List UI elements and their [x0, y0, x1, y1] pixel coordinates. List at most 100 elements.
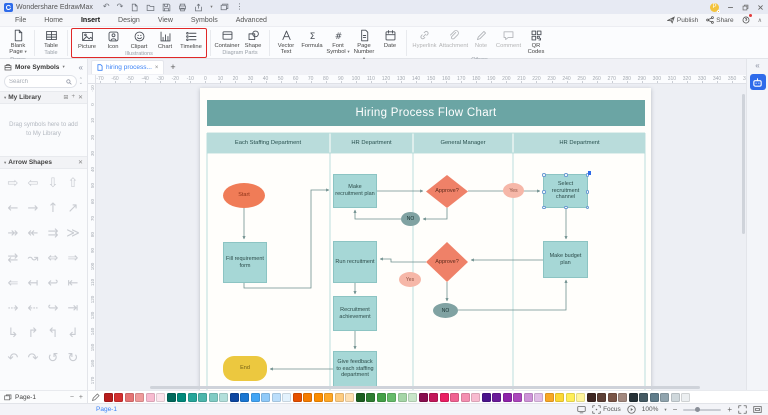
color-swatch[interactable]	[544, 392, 554, 402]
color-swatch[interactable]	[271, 392, 281, 402]
page-remove-button[interactable]: −	[69, 393, 74, 401]
library-close-icon[interactable]: ✕	[77, 95, 83, 101]
collapse-right-icon[interactable]: «	[755, 61, 760, 70]
lane-header-1[interactable]: Each Staffing Department	[207, 133, 329, 153]
restore-button[interactable]	[742, 4, 749, 11]
menu-view[interactable]: View	[157, 16, 173, 24]
more-icon[interactable]: ⋮	[235, 2, 244, 11]
new-tab-button[interactable]: +	[170, 62, 176, 72]
collapse-ribbon-button[interactable]: ∧	[757, 17, 762, 24]
comment-button[interactable]: Comment	[495, 29, 522, 49]
avatar[interactable]: P	[710, 2, 720, 13]
selection-handle[interactable]	[564, 205, 568, 209]
arrow-shape-symbol[interactable]: ↻	[67, 351, 79, 366]
arrow-shape-symbol[interactable]: ↞	[27, 226, 39, 241]
icon-button[interactable]: Icon	[101, 30, 125, 50]
arrow-shape-symbol[interactable]: ⇧	[67, 176, 79, 191]
export-icon[interactable]	[194, 3, 203, 12]
color-swatch[interactable]	[492, 392, 501, 402]
close-button[interactable]	[757, 4, 764, 11]
color-swatch[interactable]	[313, 392, 323, 402]
arrow-shapes-close-icon[interactable]: ✕	[77, 160, 83, 166]
lane-header-2[interactable]: HR Department	[331, 133, 412, 153]
my-library-dropzone[interactable]: Drag symbols here to add to My Library	[9, 122, 78, 137]
hyperlink-button[interactable]: Hyperlink	[411, 29, 438, 49]
arrow-shape-symbol[interactable]: ↑	[47, 201, 59, 216]
color-swatch[interactable]	[639, 392, 648, 402]
selection-handle[interactable]	[542, 173, 546, 177]
formula-button[interactable]: Σ Formula	[300, 29, 324, 49]
selection-handle[interactable]	[585, 173, 589, 177]
focus-button[interactable]: Focus	[592, 405, 621, 414]
new-document-icon[interactable]	[130, 3, 139, 12]
lane-header-4[interactable]: HR Department	[514, 133, 645, 153]
save-icon[interactable]	[162, 3, 171, 12]
presentation-icon[interactable]	[577, 405, 586, 414]
color-swatch[interactable]	[586, 392, 596, 402]
color-swatch[interactable]	[355, 392, 365, 402]
arrow-shapes-header[interactable]: ▾ Arrow Shapes ✕	[0, 156, 87, 169]
tab-close-icon[interactable]: ×	[154, 64, 159, 71]
color-swatch[interactable]	[576, 392, 585, 402]
arrow-shape-symbol[interactable]: ↲	[67, 326, 79, 341]
search-prev-icon[interactable]: ⌃	[78, 76, 83, 83]
symbols-caret-icon[interactable]: ▾	[62, 64, 65, 69]
selection-handle[interactable]	[564, 173, 568, 177]
color-swatch[interactable]	[460, 392, 470, 402]
arrow-shape-symbol[interactable]: ⇉	[47, 226, 59, 241]
color-swatch[interactable]	[628, 392, 638, 402]
color-swatch[interactable]	[334, 392, 344, 402]
color-swatch[interactable]	[418, 392, 428, 402]
qr-codes-button[interactable]: QR Codes	[524, 29, 548, 56]
open-folder-icon[interactable]	[146, 3, 155, 12]
zoom-level[interactable]: 100%	[641, 406, 659, 413]
arrow-shape-symbol[interactable]: ⇥	[67, 301, 79, 316]
color-swatch[interactable]	[408, 392, 417, 402]
color-swatch[interactable]	[439, 392, 449, 402]
flow-node-feedback[interactable]: Give feedback to each staffing departmen…	[333, 351, 377, 387]
publish-button[interactable]: Publish	[666, 16, 698, 24]
color-swatch[interactable]	[618, 392, 627, 402]
chart-button[interactable]: Chart	[153, 30, 177, 50]
color-swatch[interactable]	[208, 392, 218, 402]
color-swatch[interactable]	[681, 392, 690, 402]
canvas[interactable]: Hiring Process Flow Chart Each Staffing …	[96, 84, 746, 390]
undo-icon[interactable]: ↶	[102, 2, 110, 11]
blank-page-button[interactable]: Blank Page ▾	[6, 29, 30, 56]
collapse-panel-icon[interactable]: «	[78, 62, 83, 72]
export-caret-icon[interactable]: ▾	[210, 4, 213, 9]
menu-advanced[interactable]: Advanced	[235, 16, 267, 24]
my-library-header[interactable]: ▾ My Library ⊞ + ✕	[0, 91, 87, 104]
arrow-shape-symbol[interactable]: ↠	[7, 226, 19, 241]
edraw-ai-button[interactable]	[749, 74, 766, 90]
flow-badge-yes-2[interactable]: Yes	[399, 272, 421, 287]
color-swatch[interactable]	[523, 392, 533, 402]
color-swatch[interactable]	[502, 392, 512, 402]
arrow-shape-symbol[interactable]: ⇠	[27, 301, 39, 316]
flowchart-title[interactable]: Hiring Process Flow Chart	[207, 100, 645, 126]
color-swatch[interactable]	[376, 392, 386, 402]
selection-handle[interactable]	[542, 205, 546, 209]
selection-handle[interactable]	[585, 190, 589, 194]
timeline-button[interactable]: Timeline	[179, 30, 203, 50]
color-swatch[interactable]	[397, 392, 407, 402]
color-swatch[interactable]	[387, 392, 396, 402]
arrow-shape-symbol[interactable]: ⇤	[67, 276, 79, 291]
flow-badge-no-1[interactable]: NO	[401, 212, 420, 226]
library-add-icon[interactable]: +	[71, 94, 75, 100]
color-swatch[interactable]	[481, 392, 491, 402]
vertical-scrollbar[interactable]	[742, 94, 745, 234]
arrow-shape-symbol[interactable]: ↤	[27, 276, 39, 291]
color-swatch[interactable]	[261, 392, 270, 402]
color-swatch[interactable]	[156, 392, 165, 402]
arrow-shape-symbol[interactable]: ⇢	[7, 301, 19, 316]
flow-node-achievement[interactable]: Recruitment achievement	[333, 296, 377, 331]
color-swatch[interactable]	[292, 392, 302, 402]
clipart-button[interactable]: Clipart	[127, 30, 151, 50]
arrow-shape-symbol[interactable]: ↺	[47, 351, 59, 366]
arrow-shape-symbol[interactable]: ⇒	[67, 251, 79, 266]
attachment-button[interactable]: Attachment	[439, 29, 468, 49]
color-swatch[interactable]	[103, 392, 113, 402]
shape-button[interactable]: Shape	[241, 29, 265, 49]
page-add-button[interactable]: +	[78, 393, 83, 401]
